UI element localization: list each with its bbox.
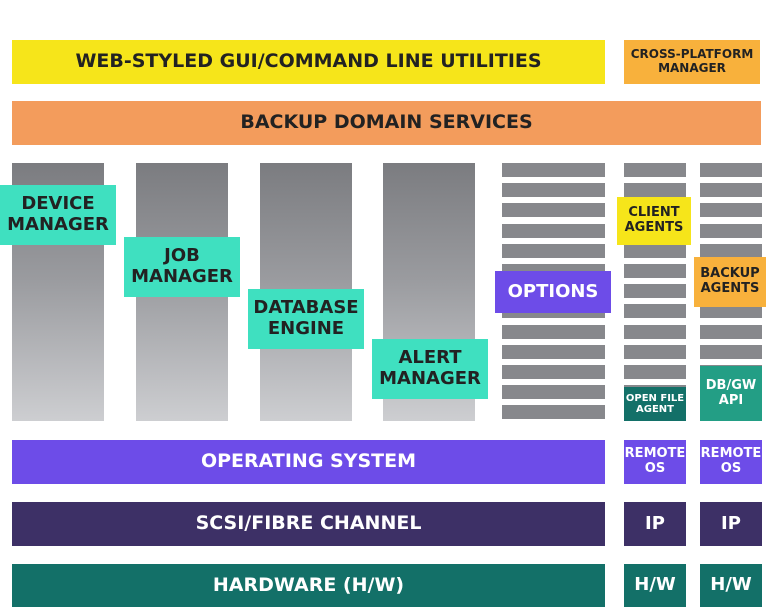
alert-manager-label: ALERT MANAGER — [372, 339, 488, 399]
stripe — [700, 183, 762, 197]
stripe — [700, 163, 762, 177]
stripe — [502, 365, 605, 379]
db-gw-api-label: DB/GW API — [700, 366, 762, 421]
stripe — [502, 224, 605, 238]
scsi-text: SCSI/FIBRE CHANNEL — [195, 512, 422, 535]
stripe — [700, 304, 762, 318]
backup-agents-text: BACKUP AGENTS — [700, 266, 760, 296]
stripe — [700, 244, 762, 258]
hardware-text: HARDWARE (H/W) — [212, 573, 405, 596]
operating-system-block: OPERATING SYSTEM — [12, 440, 605, 484]
scsi-block: SCSI/FIBRE CHANNEL — [12, 502, 605, 546]
stripe — [624, 284, 686, 298]
client-agents-label: CLIENT AGENTS — [617, 197, 691, 245]
ip-block-2: IP — [700, 502, 762, 546]
device-manager-label: DEVICE MANAGER — [0, 185, 116, 245]
stripe — [624, 345, 686, 359]
hw-block-2: H/W — [700, 564, 762, 607]
alert-manager-text: ALERT MANAGER — [379, 347, 481, 389]
stripe — [502, 203, 605, 217]
hw-text-1: H/W — [634, 574, 676, 596]
ip-text-2: IP — [721, 512, 741, 534]
utilities-block: WEB-STYLED GUI/COMMAND LINE UTILITIES — [12, 40, 605, 84]
remote-os-text-1: REMOTE OS — [624, 446, 686, 476]
hardware-block: HARDWARE (H/W) — [12, 564, 605, 607]
hw-block-1: H/W — [624, 564, 686, 607]
remote-os-block-2: REMOTE OS — [700, 440, 762, 484]
stripe — [624, 365, 686, 379]
operating-system-text: OPERATING SYSTEM — [200, 450, 417, 473]
stripe — [502, 345, 605, 359]
job-manager-text: JOB MANAGER — [131, 245, 233, 287]
stripe — [700, 224, 762, 238]
options-label: OPTIONS — [495, 271, 611, 313]
db-gw-api-text: DB/GW API — [705, 377, 757, 408]
stripe — [502, 325, 605, 339]
stripe — [502, 244, 605, 258]
stripe — [502, 183, 605, 197]
database-engine-label: DATABASE ENGINE — [248, 289, 364, 349]
stripe — [502, 163, 605, 177]
client-agents-text: CLIENT AGENTS — [624, 205, 684, 235]
remote-os-block-1: REMOTE OS — [624, 440, 686, 484]
stripe — [624, 264, 686, 278]
hw-text-2: H/W — [710, 574, 752, 596]
cross-platform-block: CROSS-PLATFORM MANAGER — [624, 40, 760, 84]
backup-domain-services-label: BACKUP DOMAIN SERVICES — [240, 111, 533, 134]
ip-text-1: IP — [645, 512, 665, 534]
backup-domain-services-block: BACKUP DOMAIN SERVICES — [12, 101, 761, 145]
stripe — [700, 203, 762, 217]
backup-agents-label: BACKUP AGENTS — [694, 257, 766, 307]
device-manager-text: DEVICE MANAGER — [7, 193, 109, 235]
remote-os-text-2: REMOTE OS — [700, 446, 762, 476]
utilities-label: WEB-STYLED GUI/COMMAND LINE UTILITIES — [75, 50, 542, 73]
open-file-agent-label: OPEN FILE AGENT — [624, 387, 686, 421]
ip-block-1: IP — [624, 502, 686, 546]
stripe — [700, 325, 762, 339]
stripe — [624, 304, 686, 318]
stripe — [700, 345, 762, 359]
open-file-agent-text: OPEN FILE AGENT — [625, 392, 685, 416]
stripe — [624, 163, 686, 177]
job-manager-label: JOB MANAGER — [124, 237, 240, 297]
stripe — [624, 325, 686, 339]
stripe — [502, 385, 605, 399]
database-engine-text: DATABASE ENGINE — [253, 297, 359, 339]
stripe — [624, 244, 686, 258]
stripe — [502, 405, 605, 419]
stripe — [624, 183, 686, 197]
cross-platform-label: CROSS-PLATFORM MANAGER — [630, 47, 754, 75]
options-text: OPTIONS — [507, 280, 599, 302]
